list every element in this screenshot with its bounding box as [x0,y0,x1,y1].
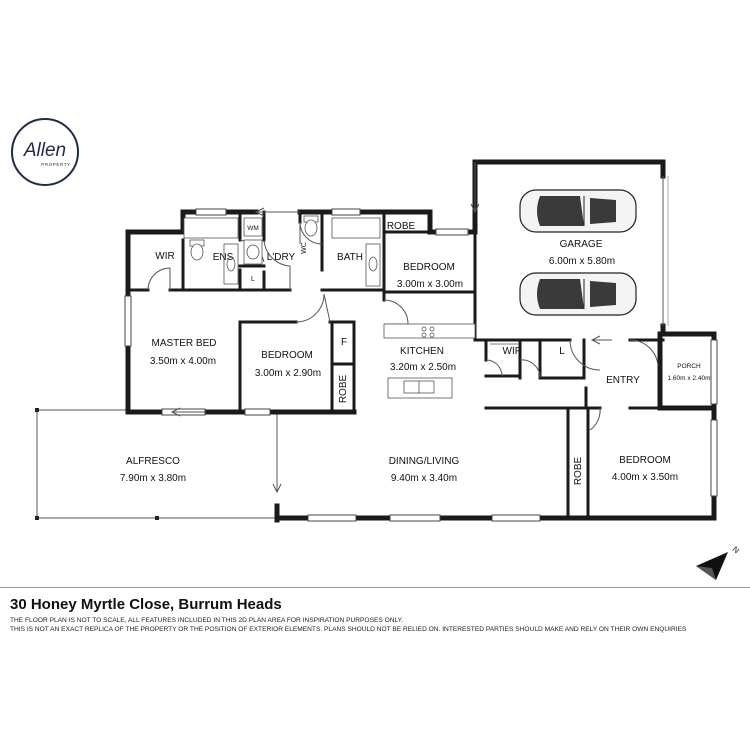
room-label-bath: BATH [337,252,363,263]
room-label-bed1: BEDROOM [403,262,455,273]
room-dims-bed1: 3.00m x 3.00m [397,279,463,290]
room-dims-dining: 9.40m x 3.40m [391,473,457,484]
logo-subtext: PROPERTY [41,162,70,167]
room-dims-bed3: 4.00m x 3.50m [612,472,678,483]
room-label-master: MASTER BED [151,338,216,349]
alfresco-post [155,516,159,520]
alfresco-post [35,408,39,412]
room-label-wm: WM [247,225,259,232]
room-label-bed2: BEDROOM [261,350,313,361]
room-dims-kitchen: 3.20m x 2.50m [390,362,456,373]
sliding-door-arrows [170,162,612,417]
floor-plan: Allen PROPERTY [11,118,741,580]
disclaimer-line-2: THIS IS NOT AN EXACT REPLICA OF THE PROP… [10,626,687,633]
windows [124,208,718,522]
room-label-kitchen: KITCHEN [400,346,444,357]
alfresco-post [35,516,39,520]
room-label-garage: GARAGE [560,239,603,250]
interior-walls [126,210,665,520]
footer-divider [0,587,750,588]
room-label-wc: WC [301,242,308,254]
room-label-f: F [341,337,347,348]
room-label-robe2: ROBE [338,375,349,404]
north-compass-icon: N [696,545,741,580]
logo-text: Allen [23,140,66,161]
fixtures [183,215,518,399]
room-dims-bed2: 3.00m x 2.90m [255,368,321,379]
room-label-ens: ENS [213,252,234,263]
room-label-dining: DINING/LIVING [389,456,460,467]
room-label-bed3: BEDROOM [619,455,671,466]
room-label-robe3: ROBE [573,457,584,486]
room-dims-alfresco: 7.90m x 3.80m [120,473,186,484]
disclaimer-line-1: THE FLOOR PLAN IS NOT TO SCALE, ALL FEAT… [10,617,404,624]
door-swings [147,221,659,431]
property-address: 30 Honey Myrtle Close, Burrum Heads [10,596,282,613]
room-label-robe1: ROBE [387,221,416,232]
car-icon [519,272,637,316]
room-label-ldry: L'DRY [267,252,296,263]
room-dims-porch: 1.60m x 2.40m [668,375,711,382]
room-label-l2: L [559,346,565,357]
room-label-entry: ENTRY [606,375,640,386]
allen-property-logo: Allen PROPERTY [11,118,79,186]
car-icon [519,189,637,233]
room-labels: WIR ENS WM L L'DRY WC BATH ROBE BEDROOM … [120,221,711,485]
room-label-porch: PORCH [677,363,701,370]
footer: 30 Honey Myrtle Close, Burrum Heads THE … [10,596,740,634]
room-label-l1: L [251,276,255,283]
compass-label: N [731,545,741,556]
room-label-alfresco: ALFRESCO [126,456,180,467]
room-label-wir: WIR [155,251,174,262]
room-dims-master: 3.50m x 4.00m [150,356,216,367]
room-label-wip: WIP [503,346,522,357]
room-dims-garage: 6.00m x 5.80m [549,256,615,267]
